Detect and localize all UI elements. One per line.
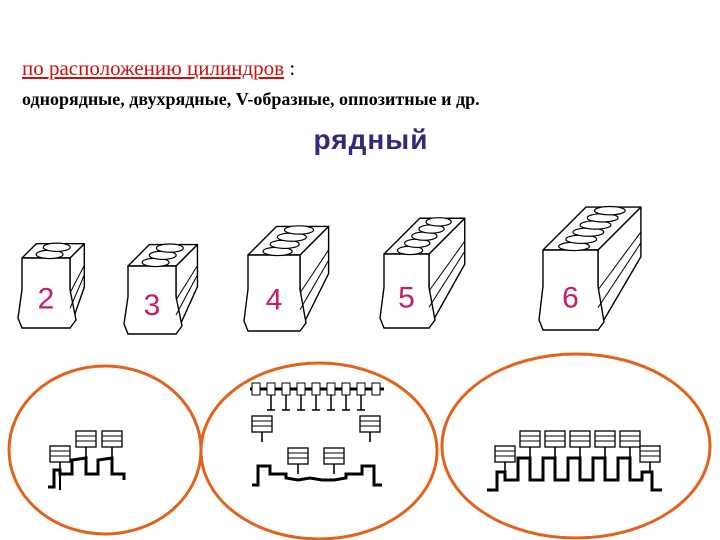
engine-block-2: 2 xyxy=(17,242,85,329)
engine-block-4: 4 xyxy=(243,225,330,332)
diagram-circle xyxy=(440,352,712,540)
heading: по расположению цилиндров : xyxy=(22,56,295,81)
engine-block-6: 6 xyxy=(538,205,642,331)
crank-diagrams xyxy=(7,352,712,540)
heading-highlight: по расположению цилиндров xyxy=(22,56,285,80)
left-crank-diagram xyxy=(7,364,203,536)
middle-crank-diagram xyxy=(199,361,439,540)
subheading: однорядные, двухрядные, V-образные, оппо… xyxy=(22,89,480,109)
block-number-2: 2 xyxy=(38,282,55,315)
block-number-5: 5 xyxy=(398,281,415,314)
block-number-6: 6 xyxy=(562,282,579,315)
engine-block-5: 5 xyxy=(379,217,466,329)
engine-block-3: 3 xyxy=(123,243,199,335)
diagram-circle xyxy=(7,364,203,536)
block-number-4: 4 xyxy=(266,284,283,317)
block-number-3: 3 xyxy=(144,289,161,322)
engine-blocks: 2 3 4 5 6 xyxy=(17,205,642,335)
diagram-circle xyxy=(199,361,439,540)
right-crank-diagram xyxy=(440,352,712,540)
heading-colon: : xyxy=(284,56,296,80)
slide-title: рядный xyxy=(313,124,429,155)
